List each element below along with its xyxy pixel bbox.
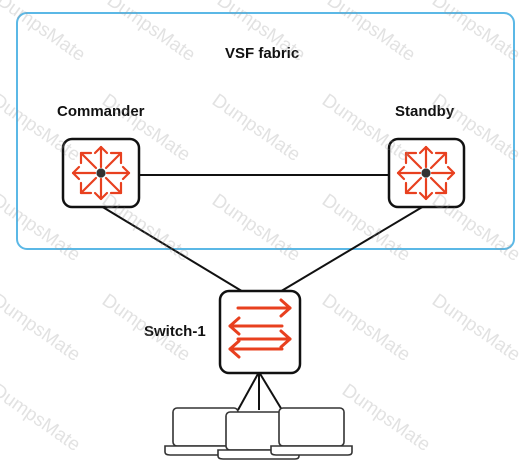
standby-label: Standby — [395, 103, 455, 120]
switch-laptop-link-3 — [258, 371, 283, 411]
switch1-box — [218, 289, 302, 375]
fabric-title: VSF fabric — [225, 45, 300, 62]
endpoints — [164, 407, 353, 460]
links — [100, 174, 425, 411]
commander-label: Commander — [57, 103, 145, 120]
commander-node — [61, 137, 141, 209]
router-icon — [71, 145, 131, 201]
router-icon — [396, 145, 456, 201]
switch1-label: Switch-1 — [144, 323, 206, 340]
standby-node — [387, 137, 466, 209]
switch-icon — [228, 298, 292, 359]
laptop-icon — [270, 407, 353, 456]
standby-switch-link — [277, 205, 425, 294]
switch-laptop-link-1 — [237, 371, 260, 411]
commander-switch-link — [100, 205, 246, 294]
switch1-node — [218, 289, 302, 375]
vsf-fabric-boundary — [16, 12, 515, 250]
